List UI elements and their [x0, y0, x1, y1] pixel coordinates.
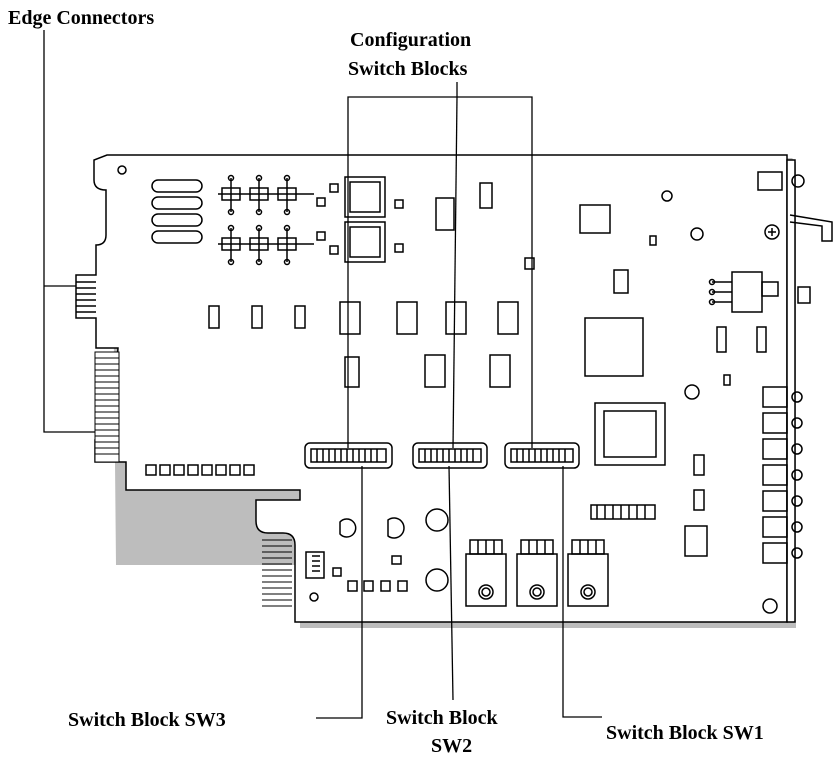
- switch-block-sw2: [412, 442, 488, 469]
- chip-large: [584, 317, 644, 377]
- mounting-hole: [117, 165, 127, 175]
- regulator-2: [516, 539, 558, 607]
- sw3-label: Switch Block SW3: [68, 709, 226, 731]
- screw-top: [764, 224, 780, 240]
- voltage-regulator: [708, 271, 811, 313]
- small-connector: [305, 551, 325, 579]
- edge-connector-large: [94, 351, 120, 463]
- component-row: [208, 301, 519, 388]
- relay-bottom: [344, 221, 386, 263]
- sw3-leader: [316, 466, 363, 719]
- resistor-array-bottom: [218, 224, 314, 266]
- configuration-label-line1: Configuration: [350, 29, 472, 51]
- chip-square: [594, 402, 666, 466]
- switch-block-sw1: [504, 442, 580, 469]
- leader-lines: [43, 30, 602, 719]
- led-row: [145, 464, 255, 476]
- sw1-label: Switch Block SW1: [606, 722, 764, 744]
- config-leader: [347, 96, 533, 448]
- edge-connectors-leader: [43, 30, 95, 433]
- sw2-label-line2: SW2: [431, 735, 473, 757]
- relay-top: [344, 176, 386, 218]
- edge-connector-bottom: [262, 539, 292, 607]
- sw1-leader: [562, 466, 602, 718]
- sw2-label-line1: Switch Block: [386, 707, 498, 729]
- sw2-leader: [448, 465, 454, 701]
- regulator-3: [567, 539, 609, 607]
- regulator-1: [465, 539, 507, 607]
- resistor-array-top: [218, 174, 314, 216]
- edge-connector-small: [76, 281, 96, 313]
- oval-components: [151, 179, 203, 244]
- pin-header: [590, 504, 656, 520]
- mounting-bracket: [786, 159, 796, 623]
- right-jacks: [762, 386, 803, 564]
- bracket-tab: [789, 214, 833, 242]
- screw-bottom: [762, 598, 778, 614]
- edge-connectors-label: Edge Connectors: [8, 7, 155, 29]
- configuration-label-line2: Switch Blocks: [348, 58, 468, 80]
